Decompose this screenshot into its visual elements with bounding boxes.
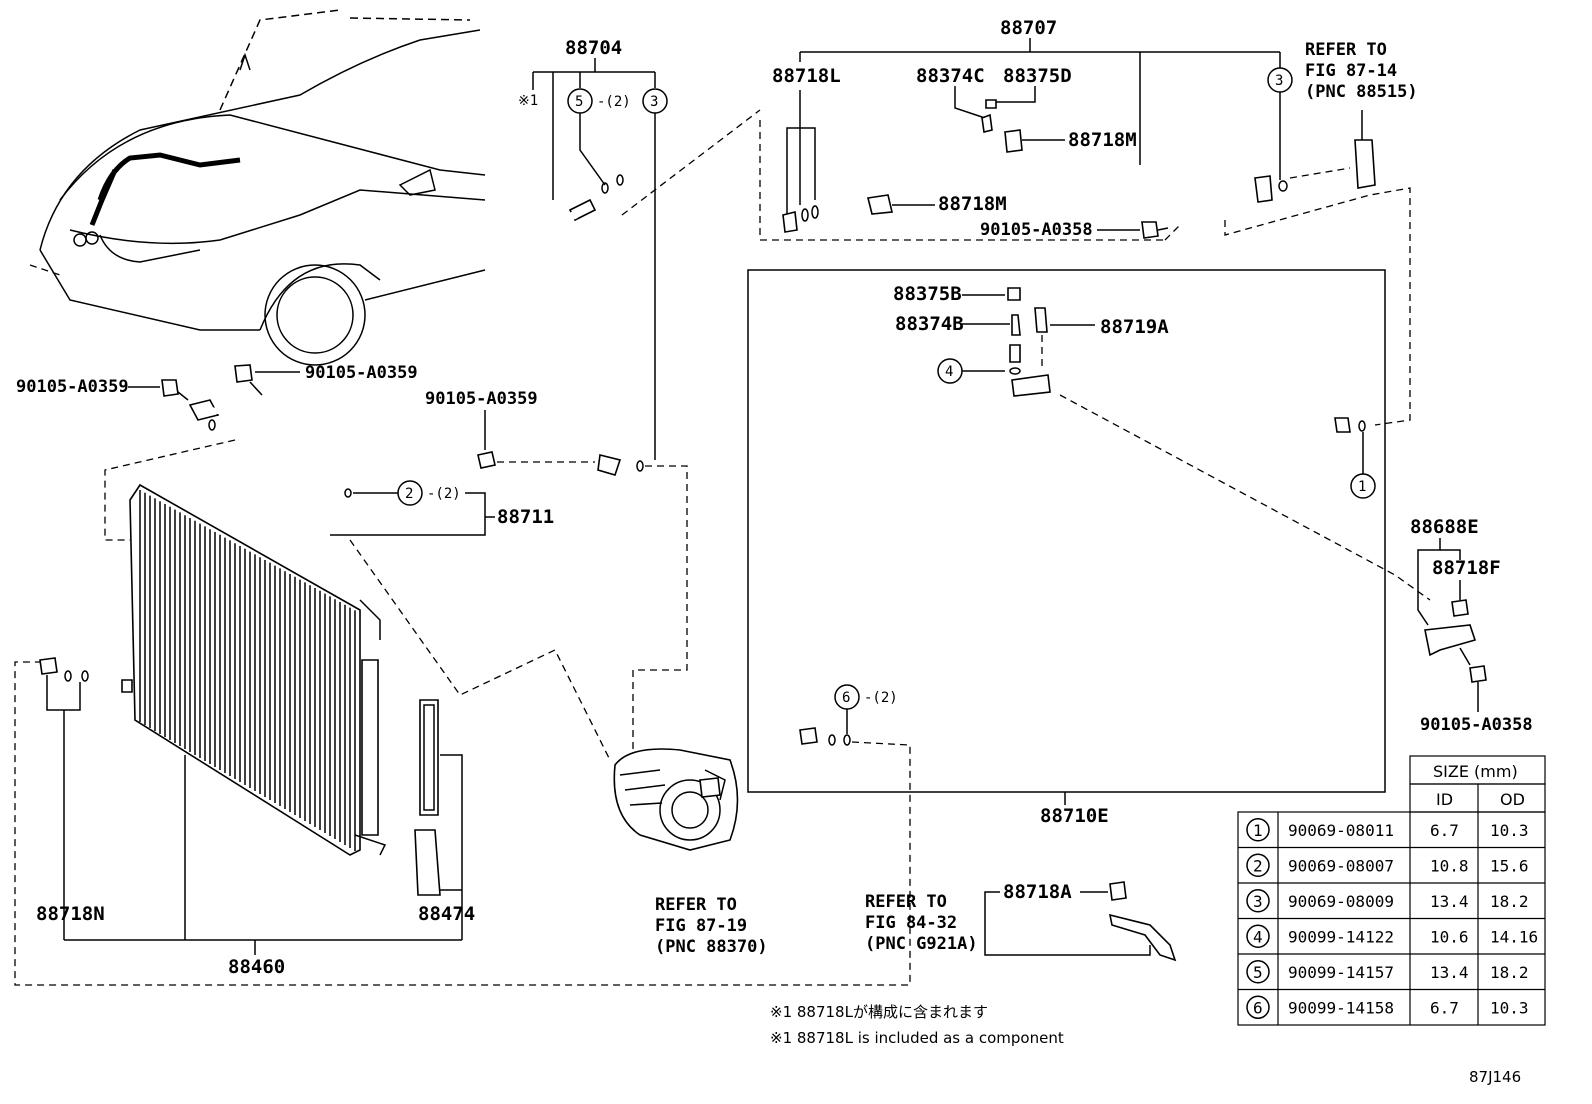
label-88718M-b: 88718M (938, 193, 1007, 215)
row-part-number: 90099-14158 (1288, 998, 1394, 1017)
group-88718A: REFER TO FIG 84-32 (PNC G921A) 88718A (865, 881, 1177, 962)
size-table-header: SIZE (mm) (1433, 762, 1518, 781)
row-inner-diameter: 13.4 (1430, 892, 1469, 911)
label-88718N: 88718N (36, 903, 105, 925)
row-part-number: 90069-08011 (1288, 821, 1394, 840)
size-table-row: 3 90069-08009 13.4 18.2 (1238, 882, 1545, 913)
size-table-row: 6 90099-14158 6.7 10.3 (1238, 988, 1545, 1019)
qty-5: -(2) (597, 94, 631, 110)
size-table-row: 5 90099-14157 13.4 18.2 (1238, 953, 1545, 984)
row-outer-diameter: 18.2 (1490, 892, 1529, 911)
label-90105-A0358-top: 90105-A0358 (980, 220, 1093, 240)
callout-5: 5 (567, 88, 593, 114)
row-outer-diameter: 18.2 (1490, 963, 1529, 982)
label-88374C: 88374C (916, 65, 985, 87)
refer-2-line-3: (PNC 88370) (655, 937, 768, 957)
size-table-col-od: OD (1500, 790, 1525, 809)
row-callout-number: 2 (1253, 856, 1263, 875)
size-table: SIZE (mm) ID OD 1 90069-08011 6.7 10.3 2 9006… (1237, 755, 1546, 1026)
note-english: ※1 88718L is included as a component (770, 1029, 1064, 1047)
callout-3-right: 3 (1267, 67, 1293, 93)
label-88704: 88704 (565, 37, 622, 59)
row-callout-number: 5 (1253, 963, 1263, 982)
size-table-row: 1 90069-08011 6.7 10.3 (1246, 818, 1529, 842)
label-90105-A0359-a: 90105-A0359 (16, 377, 129, 397)
callout-6: 6 (834, 684, 860, 710)
refer-3-line-2: FIG 84-32 (865, 913, 957, 933)
refer-1-line-2: FIG 87-14 (1305, 61, 1397, 81)
row-inner-diameter: 6.7 (1430, 821, 1459, 840)
callout-1: 1 (1350, 473, 1376, 499)
svg-text:2: 2 (405, 486, 413, 502)
size-table-col-id: ID (1436, 790, 1453, 809)
group-88707: 88707 88718L 88374C 88375D 88718M 88718M… (759, 17, 1411, 426)
group-88704: 88704 ※1 5 -(2) 3 90105-A0359 (425, 37, 761, 760)
label-90105-A0359-c: 90105-A0359 (425, 389, 538, 409)
callout-2: 2 (397, 480, 423, 506)
label-88718L: 88718L (772, 65, 841, 87)
svg-text:4: 4 (945, 364, 953, 380)
row-callout-number: 4 (1253, 927, 1263, 946)
row-part-number: 90099-14122 (1288, 927, 1394, 946)
refer-3-line-3: (PNC G921A) (865, 934, 978, 954)
refer-1-line-1: REFER TO (1305, 40, 1387, 60)
callout-4: 4 (937, 358, 963, 384)
label-88711: 88711 (497, 506, 554, 528)
svg-text:3: 3 (650, 94, 658, 110)
compressor: REFER TO FIG 87-19 (PNC 88370) (613, 748, 768, 957)
svg-text:3: 3 (1275, 73, 1283, 89)
refer-1-line-3: (PNC 88515) (1305, 82, 1418, 102)
refer-2-line-1: REFER TO (655, 895, 737, 915)
qty-6: -(2) (864, 690, 898, 706)
row-outer-diameter: 10.3 (1490, 998, 1529, 1017)
label-88707: 88707 (1000, 17, 1057, 39)
qty-2: -(2) (427, 486, 461, 502)
row-inner-diameter: 13.4 (1430, 963, 1469, 982)
label-88718F: 88718F (1432, 557, 1501, 579)
refer-fig-87-14: REFER TO FIG 87-14 (PNC 88515) (1305, 40, 1418, 189)
row-inner-diameter: 10.8 (1430, 856, 1469, 875)
label-88710E: 88710E (1040, 805, 1109, 827)
group-88688E: 88688E 88718F 90105-A0358 (1410, 516, 1533, 735)
row-outer-diameter: 10.3 (1490, 821, 1529, 840)
row-outer-diameter: 14.16 (1490, 927, 1538, 946)
row-callout-number: 6 (1253, 998, 1263, 1017)
label-90105-A0358-right: 90105-A0358 (1420, 715, 1533, 735)
label-88474: 88474 (418, 903, 475, 925)
size-table-row: 4 90099-14122 10.6 14.16 (1238, 917, 1545, 948)
label-88375B: 88375B (893, 283, 962, 305)
group-88711: 90105-A0359 90105-A0359 2 -(2) 88711 (16, 363, 611, 761)
svg-text:1: 1 (1358, 479, 1366, 495)
label-88460: 88460 (228, 956, 285, 978)
size-table-row: 2 90069-08007 10.8 15.6 (1238, 846, 1545, 877)
row-outer-diameter: 15.6 (1490, 856, 1529, 875)
group-88460: 88718N 88460 88474 (36, 483, 475, 978)
vehicle-illustration (29, 9, 486, 366)
refer-2-line-2: FIG 87-19 (655, 916, 747, 936)
note-japanese: ※1 88718Lが構成に含まれます (770, 1003, 988, 1021)
row-callout-number: 3 (1253, 892, 1263, 911)
label-88719A: 88719A (1100, 316, 1169, 338)
label-88374B: 88374B (895, 313, 964, 335)
row-part-number: 90069-08007 (1288, 856, 1394, 875)
label-88718M-a: 88718M (1068, 129, 1137, 151)
row-part-number: 90069-08009 (1288, 892, 1394, 911)
label-88718A: 88718A (1003, 881, 1072, 903)
diagram-id: 87J146 (1469, 1068, 1521, 1086)
row-part-number: 90099-14157 (1288, 963, 1394, 982)
row-inner-diameter: 6.7 (1430, 998, 1459, 1017)
svg-text:6: 6 (842, 690, 850, 706)
row-inner-diameter: 10.6 (1430, 927, 1469, 946)
label-88375D: 88375D (1003, 65, 1072, 87)
note-marker-1: ※1 (518, 93, 538, 109)
refer-3-line-1: REFER TO (865, 892, 947, 912)
svg-text:5: 5 (575, 94, 583, 110)
label-90105-A0359-b: 90105-A0359 (305, 363, 418, 383)
row-callout-number: 1 (1253, 821, 1263, 840)
callout-3-left: 3 (642, 88, 668, 114)
condenser-fins (139, 490, 356, 851)
label-88688E: 88688E (1410, 516, 1479, 538)
